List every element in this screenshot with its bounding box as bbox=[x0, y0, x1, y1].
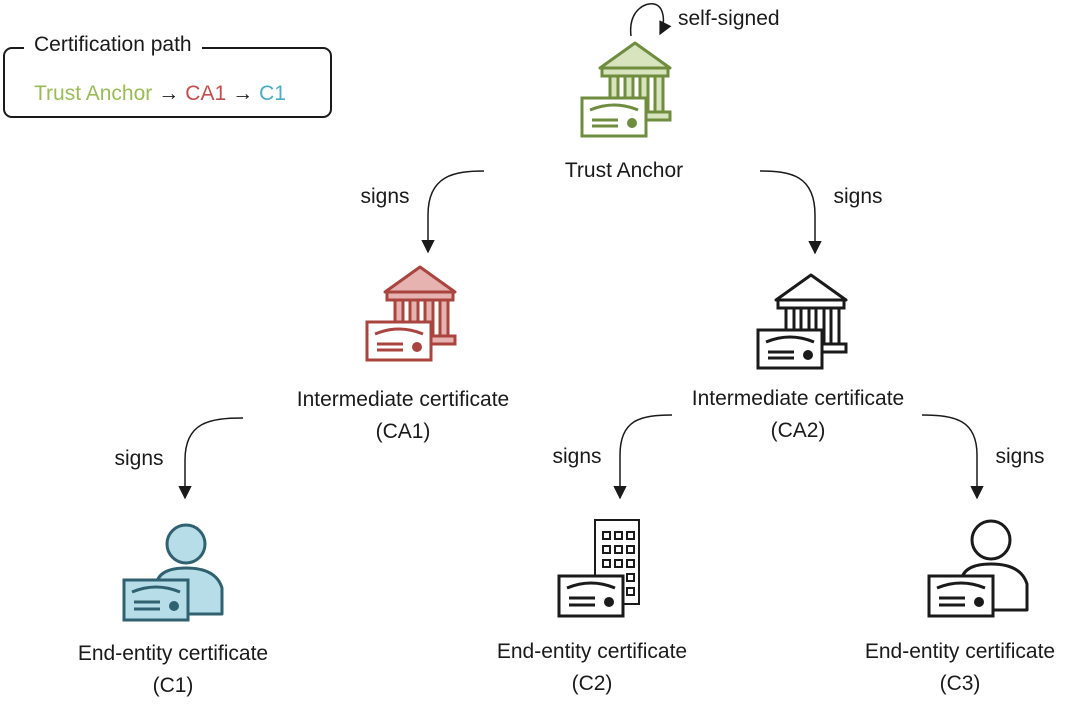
c1-person-certificate-icon bbox=[124, 525, 222, 620]
trust-anchor-bank-certificate-icon bbox=[582, 43, 676, 136]
c2-label: End-entity certificate bbox=[496, 640, 688, 663]
edge-ca2-c3 bbox=[921, 414, 984, 500]
legend-path: Trust Anchor→CA1→C1 bbox=[34, 82, 286, 106]
edge-ca2-c2 bbox=[613, 414, 673, 500]
edge-ta-ca1 bbox=[421, 170, 485, 254]
legend-trust-anchor: Trust Anchor bbox=[34, 82, 153, 105]
signs-label-ca2-c3: signs bbox=[995, 445, 1045, 468]
signs-label-ca2-c2: signs bbox=[552, 445, 602, 468]
legend-arrow: → bbox=[158, 82, 180, 105]
edge-ta-ca2 bbox=[759, 170, 822, 255]
ca1-bank-certificate-icon bbox=[367, 267, 461, 360]
legend-arrow: → bbox=[232, 82, 254, 105]
c2-sublabel: (C2) bbox=[571, 672, 613, 695]
signs-label-ta-ca1: signs bbox=[360, 185, 410, 208]
ca2-bank-certificate-icon bbox=[758, 275, 852, 368]
self-signed-arrow bbox=[630, 2, 672, 37]
c3-sublabel: (C3) bbox=[939, 672, 981, 695]
c1-sublabel: (C1) bbox=[152, 674, 194, 697]
signs-label-ta-ca2: signs bbox=[833, 185, 883, 208]
signs-label-ca1-c1: signs bbox=[114, 447, 164, 470]
c3-label: End-entity certificate bbox=[864, 640, 1056, 663]
legend-c1: C1 bbox=[259, 82, 286, 105]
c1-label: End-entity certificate bbox=[77, 642, 269, 665]
ca2-label: Intermediate certificate bbox=[691, 387, 905, 410]
c2-building-certificate-icon bbox=[557, 518, 641, 618]
legend-title: Certification path bbox=[24, 33, 202, 57]
edge-ca1-c1 bbox=[178, 417, 244, 500]
c3-person-certificate-icon bbox=[929, 521, 1027, 616]
ca1-label: Intermediate certificate bbox=[296, 388, 510, 411]
self-signed-label: self-signed bbox=[678, 7, 780, 30]
legend-ca1: CA1 bbox=[185, 82, 227, 105]
trust-anchor-label: Trust Anchor bbox=[564, 159, 684, 182]
ca1-sublabel: (CA1) bbox=[375, 420, 431, 443]
ca2-sublabel: (CA2) bbox=[770, 419, 826, 442]
